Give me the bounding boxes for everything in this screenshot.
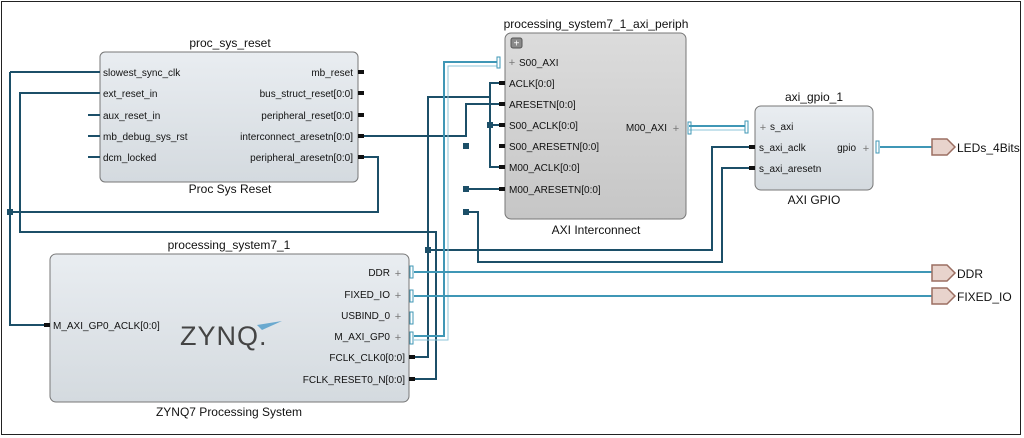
pin-ext-reset-in[interactable]: ext_reset_in xyxy=(103,89,157,100)
pin-dcm-locked[interactable]: dcm_locked xyxy=(103,153,156,164)
port-ddr[interactable]: DDR xyxy=(931,264,983,282)
pin-interconnect-aresetn[interactable]: interconnect_aresetn[0:0] xyxy=(240,132,353,143)
pin-aux-reset-in[interactable]: aux_reset_in xyxy=(103,111,160,122)
bus-plus-icon: + xyxy=(395,332,401,344)
pin-m-axi-gp0-aclk[interactable]: M_AXI_GP0_ACLK[0:0] xyxy=(53,321,160,332)
proc-sys-reset-instance-name: proc_sys_reset xyxy=(189,36,271,50)
port-leds-4bits-label: LEDs_4Bits xyxy=(957,141,1020,155)
buses xyxy=(414,61,932,341)
proc-sys-reset-outputs: mb_reset bus_struct_reset[0:0] periphera… xyxy=(240,68,364,164)
port-fixed-io[interactable]: FIXED_IO xyxy=(931,287,1012,305)
ps7-outputs: DDR FIXED_IO USBIND_0 M_AXI_GP0 FCLK_CLK… xyxy=(303,265,415,386)
pin-aresetn[interactable]: ARESETN[0:0] xyxy=(509,100,576,111)
pin-bus-struct-reset[interactable]: bus_struct_reset[0:0] xyxy=(260,89,354,100)
pin-slowest-sync-clk[interactable]: slowest_sync_clk xyxy=(103,68,181,79)
zynq-logo: ZYNQ. xyxy=(180,321,268,351)
net-peripheral-aresetn[interactable] xyxy=(10,156,379,213)
pin-m-axi-gp0[interactable]: M_AXI_GP0 xyxy=(334,332,390,343)
pin-fclk-reset0-n[interactable]: FCLK_RESET0_N[0:0] xyxy=(303,375,405,386)
pin-m00-aresetn[interactable]: M00_ARESETN[0:0] xyxy=(509,185,601,196)
net-clk-to-gpio[interactable] xyxy=(428,146,755,251)
proc-sys-reset-subtitle: Proc Sys Reset xyxy=(189,182,272,196)
external-ports: LEDs_4Bits DDR FIXED_IO xyxy=(931,138,1020,305)
interconnect-inputs: + S00_AXI ACLK[0:0] ARESETN[0:0] S00_ACL… xyxy=(496,56,601,196)
interconnect-instance-name: processing_system7_1_axi_periph xyxy=(504,17,689,31)
zynq-ps-block[interactable]: processing_system7_1 ZYNQ7 Processing Sy… xyxy=(44,238,415,419)
bus-plus-icon: + xyxy=(509,57,515,69)
pin-s-axi-aresetn[interactable]: s_axi_aresetn xyxy=(759,164,821,175)
bus-m-axi-gp0-b[interactable] xyxy=(414,65,497,341)
pin-fclk-clk0[interactable]: FCLK_CLK0[0:0] xyxy=(329,353,405,364)
expand-plus-glyph: + xyxy=(514,39,520,50)
proc-sys-reset-block[interactable]: proc_sys_reset Proc Sys Reset slowest_sy… xyxy=(88,36,364,196)
pin-peripheral-aresetn[interactable]: peripheral_aresetn[0:0] xyxy=(250,153,353,164)
interconnect-subtitle: AXI Interconnect xyxy=(552,223,641,237)
port-ddr-label: DDR xyxy=(957,267,983,281)
bus-plus-icon: + xyxy=(760,122,766,134)
bus-m-axi-gp0[interactable] xyxy=(414,61,497,337)
proc-sys-reset-inputs: slowest_sync_clk ext_reset_in aux_reset_… xyxy=(88,68,188,164)
port-leds-4bits[interactable]: LEDs_4Bits xyxy=(931,138,1020,156)
pin-mb-reset[interactable]: mb_reset xyxy=(311,68,353,79)
pin-s-axi[interactable]: s_axi xyxy=(770,122,793,133)
pin-fixed-io[interactable]: FIXED_IO xyxy=(344,290,390,301)
expand-icon[interactable] xyxy=(510,37,523,49)
pin-s00-aresetn[interactable]: S00_ARESETN[0:0] xyxy=(509,142,599,153)
gpio-instance-name: axi_gpio_1 xyxy=(785,90,843,104)
net-junctions xyxy=(7,122,493,253)
bus-plus-icon: + xyxy=(395,290,401,302)
port-fixed-io-label: FIXED_IO xyxy=(957,290,1012,304)
net-peripheral-aresetn-gpio[interactable] xyxy=(466,167,755,263)
pin-peripheral-reset[interactable]: peripheral_reset[0:0] xyxy=(261,111,353,122)
pin-usbind-0[interactable]: USBIND_0 xyxy=(341,311,390,322)
net-fclk-reset[interactable] xyxy=(19,92,437,380)
pin-mb-debug-sys-rst[interactable]: mb_debug_sys_rst xyxy=(103,132,188,143)
pin-m00-axi[interactable]: M00_AXI xyxy=(626,123,667,134)
pin-s-axi-aclk[interactable]: s_axi_aclk xyxy=(759,143,807,154)
net-clk-to-s00-m00[interactable] xyxy=(489,97,505,126)
bus-plus-icon: + xyxy=(395,268,401,280)
pin-gpio[interactable]: gpio xyxy=(837,143,856,154)
pin-ddr[interactable]: DDR xyxy=(368,268,390,279)
bus-plus-icon: + xyxy=(395,311,401,323)
pin-s00-aclk[interactable]: S00_ACLK[0:0] xyxy=(509,121,578,132)
pin-s00-axi[interactable]: S00_AXI xyxy=(519,58,558,69)
net-interconnect-aresetn[interactable] xyxy=(358,103,505,137)
bus-plus-icon: + xyxy=(863,143,869,155)
zynq-logo-swoosh-icon xyxy=(257,321,282,330)
pin-aclk[interactable]: ACLK[0:0] xyxy=(509,79,555,90)
axi-interconnect-block[interactable]: processing_system7_1_axi_periph + AXI In… xyxy=(496,17,692,237)
net-clk-to-ps-aclk[interactable] xyxy=(9,72,48,326)
net-fclk-clk0[interactable] xyxy=(410,82,505,358)
bus-plus-icon: + xyxy=(673,123,679,135)
axi-gpio-block[interactable]: axi_gpio_1 AXI GPIO + s_axi s_axi_aclk s… xyxy=(744,90,880,207)
pin-m00-aclk[interactable]: M00_ACLK[0:0] xyxy=(509,163,580,174)
ps7-instance-name: processing_system7_1 xyxy=(168,238,291,252)
gpio-subtitle: AXI GPIO xyxy=(788,193,841,207)
ps7-subtitle: ZYNQ7 Processing System xyxy=(156,405,302,419)
